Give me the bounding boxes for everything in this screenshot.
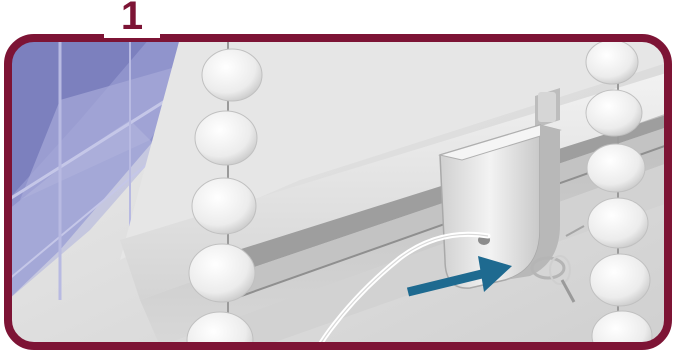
step-number: 1 bbox=[104, 0, 160, 38]
